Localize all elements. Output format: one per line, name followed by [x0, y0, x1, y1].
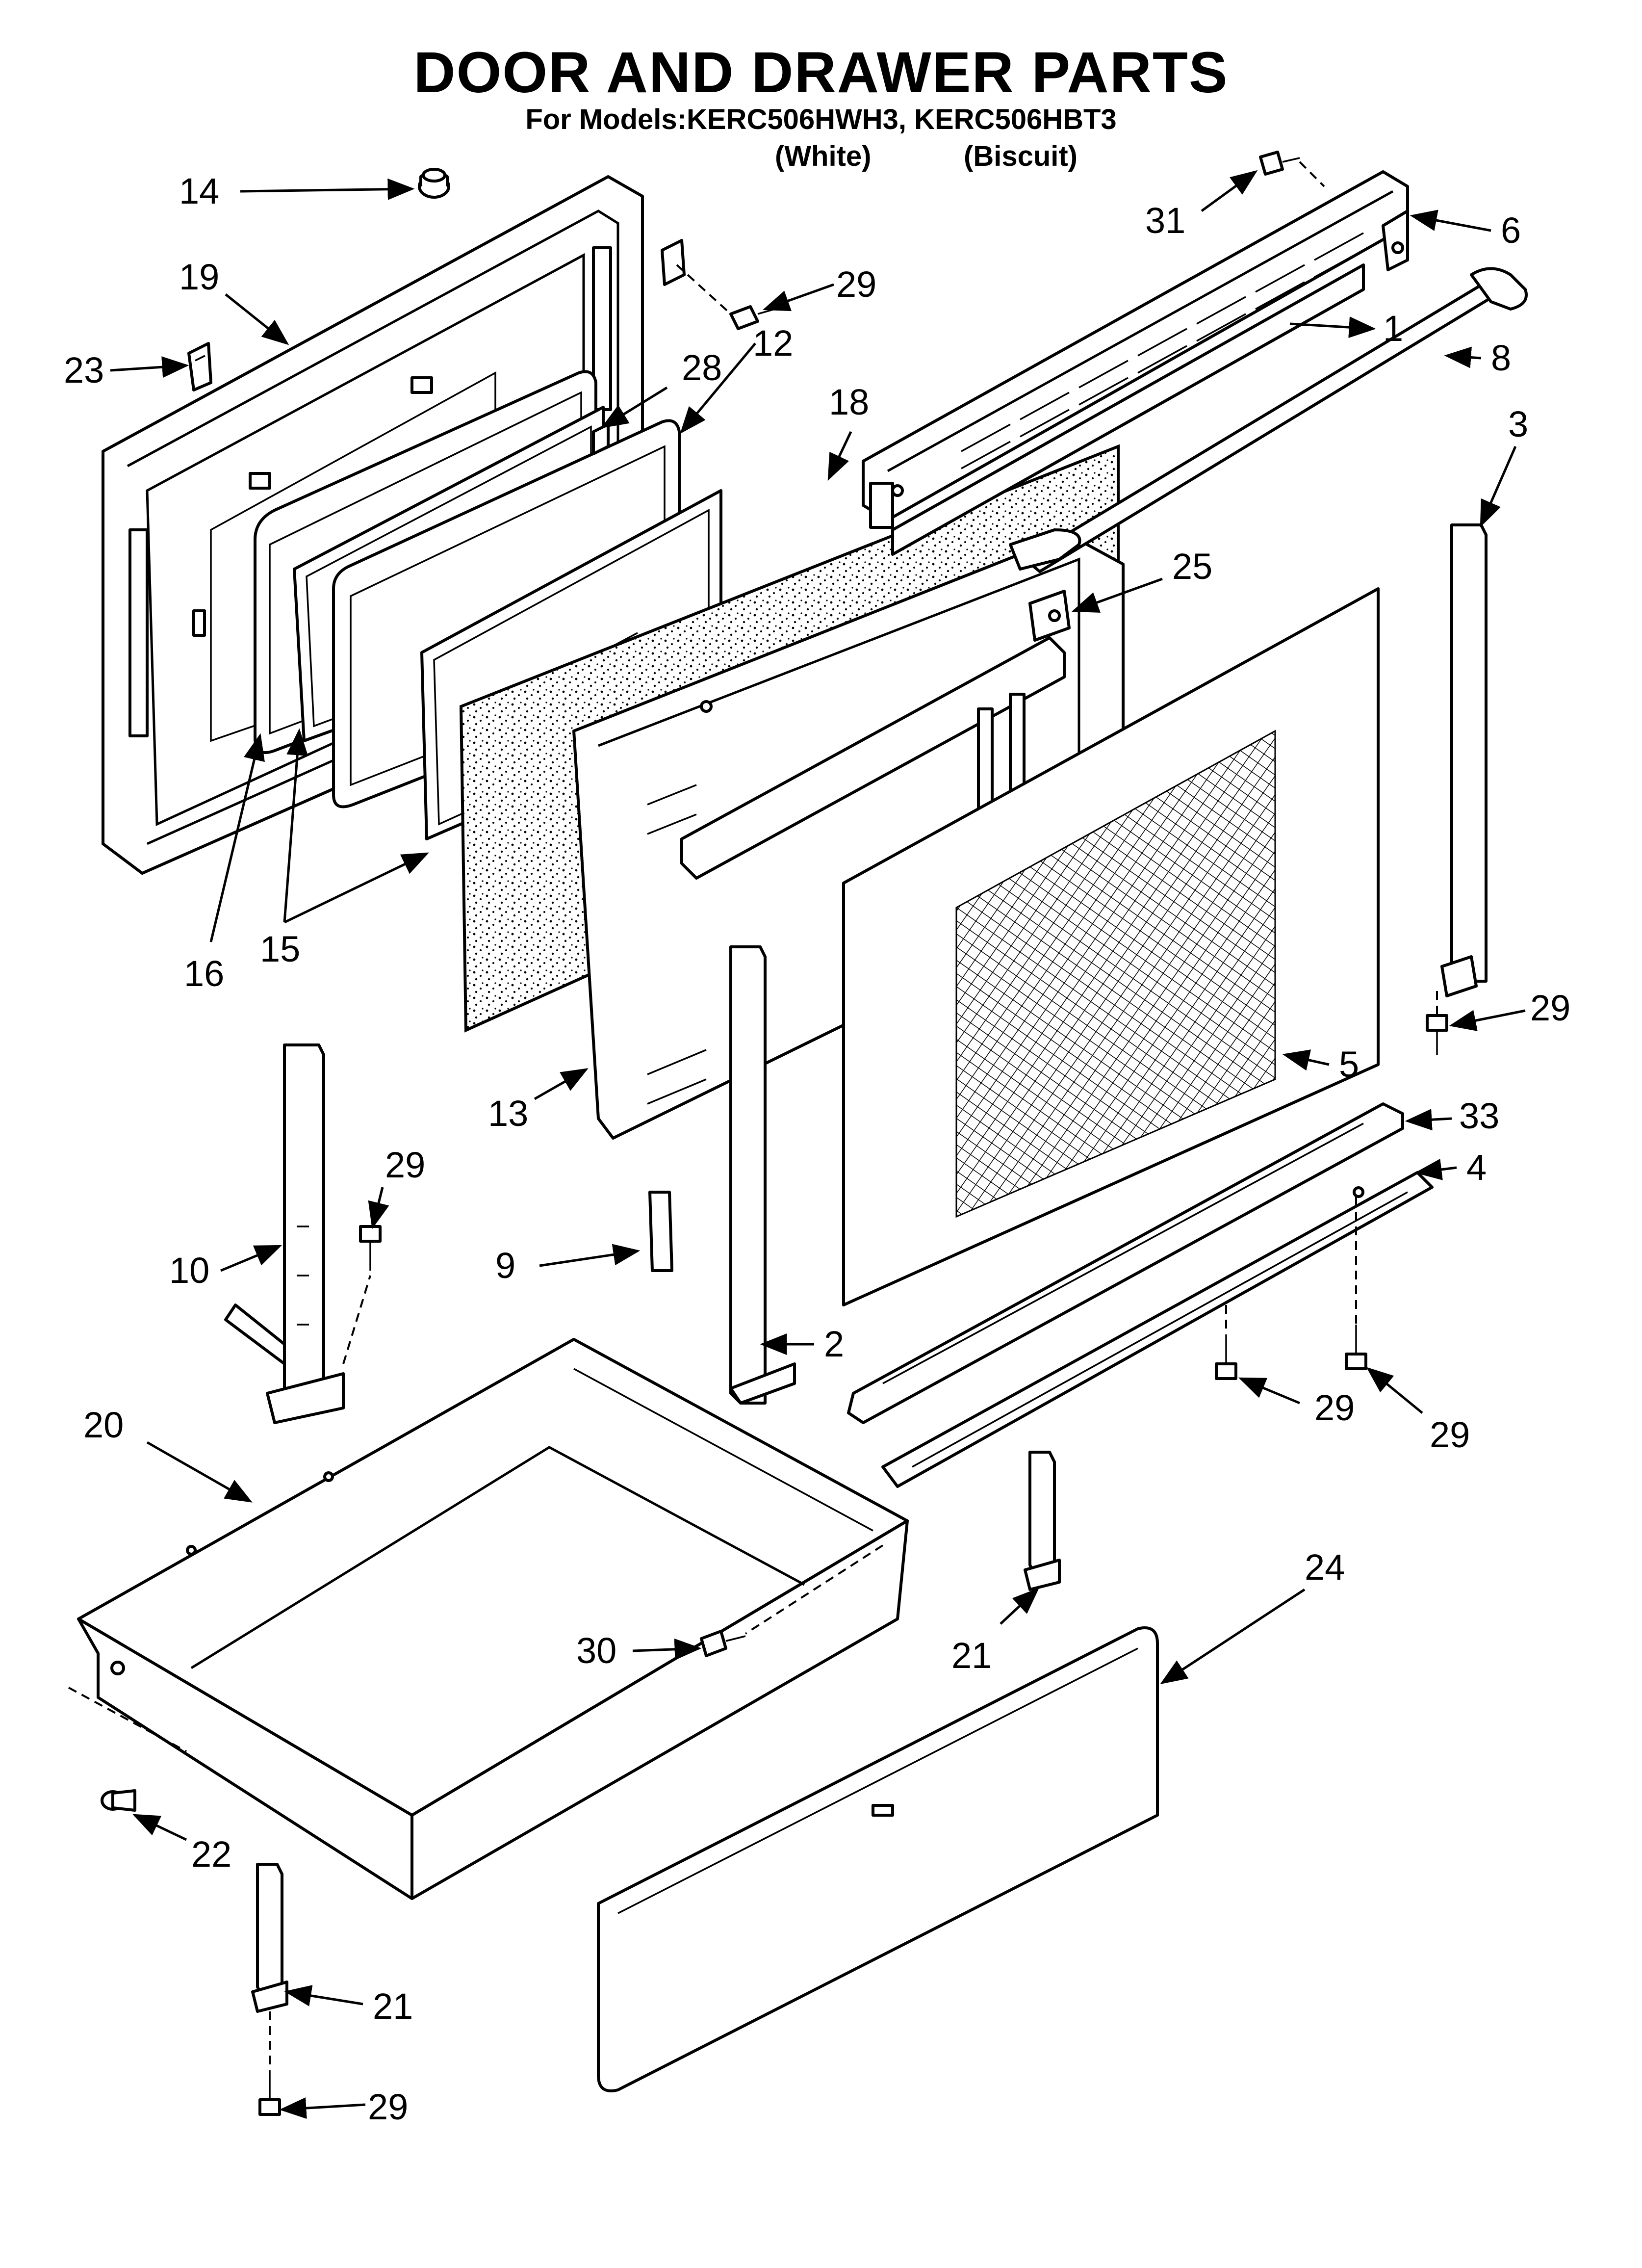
screw-29-e-icon — [1345, 1325, 1367, 1370]
part-21-drawer-slide-left — [251, 1863, 288, 2013]
callout-19: 19 — [179, 257, 219, 297]
callout-16: 16 — [184, 953, 224, 994]
part-4-rail — [881, 1171, 1434, 1488]
callout-8: 8 — [1491, 338, 1511, 378]
callout-4: 4 — [1466, 1147, 1487, 1188]
callout-3: 3 — [1508, 404, 1528, 444]
callout-20: 20 — [83, 1405, 124, 1445]
page-title: DOOR AND DRAWER PARTS — [413, 40, 1229, 105]
callout-29-rail-left: 29 — [1314, 1387, 1355, 1428]
callout-29-left: 29 — [385, 1145, 425, 1185]
callout-10: 10 — [169, 1250, 209, 1291]
part-22-drawer-bumper — [101, 1789, 136, 1812]
part-8-door-handle — [1009, 267, 1528, 573]
screw-29-b-icon — [1426, 1014, 1448, 1055]
callout-6: 6 — [1501, 210, 1521, 251]
screw-29-a-icon — [729, 305, 775, 330]
callout-23: 23 — [64, 350, 104, 391]
callout-29-rail-right: 29 — [1430, 1414, 1470, 1455]
part-3-side-trim-right — [1440, 523, 1488, 997]
callout-1: 1 — [1383, 308, 1403, 349]
part-5-outer-door-panel — [842, 587, 1380, 1306]
callout-30: 30 — [576, 1630, 616, 1671]
screw-30-icon — [700, 1630, 746, 1657]
screw-29-c-icon — [359, 1225, 382, 1271]
part-20-drawer — [77, 1338, 909, 1900]
callout-2: 2 — [824, 1324, 844, 1364]
callout-labels: 1 2 3 4 5 6 8 9 10 12 13 14 15 16 18 19 … — [64, 171, 1570, 2127]
part-24-drawer-front — [597, 1626, 1159, 2092]
callout-31: 31 — [1145, 200, 1185, 241]
callout-12: 12 — [753, 323, 793, 364]
screw-31-icon — [1259, 151, 1300, 176]
screw-29-f-icon — [258, 2070, 281, 2116]
callout-14: 14 — [179, 171, 219, 211]
screw-icons — [68, 151, 1448, 2116]
variant-biscuit: (Biscuit) — [964, 140, 1078, 172]
part-14-bumper — [418, 168, 450, 199]
callout-21-right: 21 — [951, 1635, 992, 1676]
callout-29-top: 29 — [836, 264, 876, 305]
part-25-door-bracket — [1028, 590, 1071, 642]
models-subtitle: For Models:KERC506HWH3, KERC506HBT3 — [525, 104, 1117, 135]
part-1-vent-baffle — [891, 263, 1365, 556]
callout-33: 33 — [1459, 1095, 1499, 1136]
callout-29-bottom: 29 — [368, 2086, 408, 2127]
callout-13: 13 — [488, 1093, 528, 1134]
part-28-clip — [592, 239, 686, 455]
part-13-door-liner — [572, 533, 1125, 1140]
part-33-rail — [847, 1102, 1404, 1424]
callout-28: 28 — [682, 347, 722, 388]
callout-24: 24 — [1305, 1547, 1345, 1588]
part-9-spacer — [648, 1191, 673, 1272]
callout-21-left: 21 — [373, 1986, 413, 2027]
callout-leaders — [110, 170, 1526, 2119]
callout-9: 9 — [495, 1245, 515, 1286]
callout-25: 25 — [1172, 546, 1212, 587]
part-10-drawer-support-left — [224, 1043, 345, 1424]
part-23-clip — [187, 342, 212, 391]
callout-29-right: 29 — [1530, 988, 1570, 1028]
part-2-side-trim-left — [729, 945, 796, 1405]
part-6-door-vent-trim — [862, 170, 1409, 529]
part-21-drawer-slide-right — [1024, 1451, 1061, 1591]
screw-29-d-icon — [1215, 1334, 1237, 1380]
callout-22: 22 — [191, 1834, 231, 1875]
variant-white: (White) — [775, 140, 872, 172]
callout-5: 5 — [1339, 1044, 1359, 1085]
callout-15: 15 — [260, 929, 300, 969]
callout-18: 18 — [829, 382, 869, 422]
